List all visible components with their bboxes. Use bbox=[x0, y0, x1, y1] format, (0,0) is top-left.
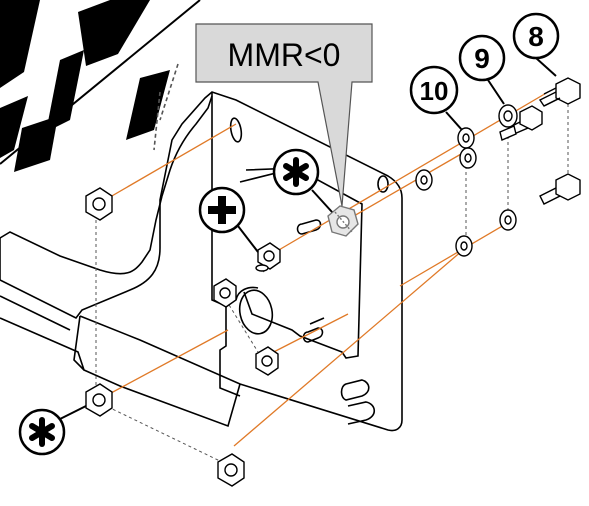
washer-icon bbox=[499, 209, 517, 231]
locknut-icon bbox=[255, 242, 281, 272]
hex-nut-icon bbox=[85, 383, 113, 417]
callout-ten-label: 10 bbox=[420, 76, 449, 106]
bolt-icon bbox=[499, 105, 543, 141]
background-letters-graphic bbox=[0, 0, 201, 172]
callout-nine-label: 9 bbox=[474, 43, 490, 74]
mmr-label-text: MMR<0 bbox=[228, 37, 341, 73]
callout-eight-label: 8 bbox=[528, 21, 544, 52]
callout-asterisk-top bbox=[272, 148, 333, 213]
callout-plus bbox=[198, 186, 259, 253]
orange-guide-lines bbox=[97, 91, 549, 447]
washer-icon bbox=[457, 127, 475, 149]
washer-icon bbox=[498, 104, 518, 128]
washer-icon bbox=[455, 235, 473, 257]
mmr-label-box: MMR<0 bbox=[195, 23, 373, 207]
callout-ten: 10 bbox=[409, 65, 463, 131]
hex-nut-icon bbox=[217, 453, 245, 487]
hex-nut-icon bbox=[255, 346, 279, 376]
hex-nut-icon bbox=[213, 278, 237, 308]
dashed-alignment-lines bbox=[95, 104, 569, 463]
plus-icon bbox=[208, 196, 236, 224]
bolt-icon bbox=[538, 77, 581, 107]
callout-asterisk-bottom bbox=[18, 405, 87, 456]
callout-nine: 9 bbox=[458, 34, 506, 105]
flange-nut-icon bbox=[327, 205, 359, 237]
washer-icon bbox=[415, 169, 433, 191]
bolt-icon bbox=[539, 173, 581, 205]
washer-icon bbox=[459, 147, 477, 169]
hex-nut-icon bbox=[85, 187, 113, 221]
asterisk-icon bbox=[283, 157, 309, 187]
asterisk-icon bbox=[29, 417, 55, 447]
callout-eight: 8 bbox=[512, 12, 560, 77]
